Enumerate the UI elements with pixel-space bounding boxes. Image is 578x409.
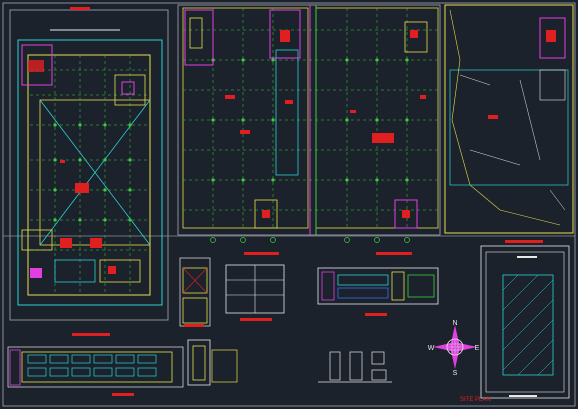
site-plan: [480, 245, 570, 399]
section-details: [318, 351, 392, 383]
compass-south: S: [453, 370, 458, 377]
site-plan-label: SITE PLAN: [460, 397, 491, 403]
compass-west: W: [428, 345, 435, 352]
compass-north: N: [452, 320, 457, 327]
compass-rose-icon: [433, 325, 477, 369]
bottom-elevation: [7, 339, 238, 396]
compass-east: E: [475, 345, 480, 352]
right-floor-plan: [444, 4, 574, 234]
left-floor-plan: [9, 7, 169, 336]
detail-blocks: [179, 240, 543, 327]
left-plan-title-bar: [72, 333, 110, 336]
center-floor-plan: [177, 4, 441, 243]
